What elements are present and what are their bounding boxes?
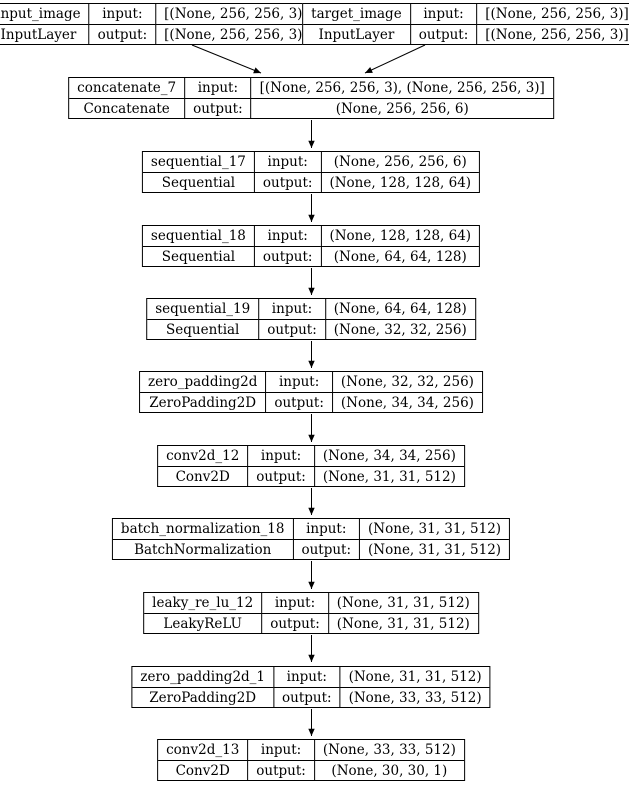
layer-node-concatenate_7: concatenate_7 Concatenate input: output:… — [68, 77, 554, 119]
layer-node-leaky_re_lu_12: leaky_re_lu_12 LeakyReLU input: output: … — [143, 592, 479, 634]
layer-type: ZeroPadding2D — [132, 687, 274, 707]
output-shape: (None, 31, 31, 512) — [359, 539, 510, 559]
input-shape: (None, 256, 256, 6) — [320, 152, 479, 172]
input-shape: (None, 34, 34, 256) — [313, 446, 464, 466]
io-label-input: input: — [253, 226, 321, 246]
layer-name: conv2d_12 — [166, 448, 240, 464]
input-shape: (None, 33, 33, 512) — [313, 740, 464, 760]
io-label-input: input: — [265, 372, 332, 392]
io-label-output: output: — [258, 319, 325, 339]
output-shape: (None, 30, 30, 1) — [313, 760, 464, 780]
layer-name: sequential_19 — [155, 301, 251, 317]
layer-type: ZeroPadding2D — [140, 392, 266, 412]
output-shape: [(None, 256, 256, 3)] — [476, 24, 629, 44]
io-label-input: input: — [409, 4, 477, 24]
layer-name: conv2d_13 — [166, 742, 240, 758]
output-shape: (None, 33, 33, 512) — [339, 687, 490, 707]
output-shape: (None, 32, 32, 256) — [324, 319, 475, 339]
io-label-input: input: — [261, 593, 328, 613]
output-shape: (None, 256, 256, 6) — [250, 98, 553, 118]
input-shape: (None, 31, 31, 512) — [339, 667, 490, 687]
input-shape: (None, 31, 31, 512) — [327, 593, 478, 613]
layer-type: Conv2D — [158, 466, 248, 486]
io-label-output: output: — [292, 539, 360, 559]
layer-node-zero_padding2d_1: zero_padding2d_1 ZeroPadding2D input: ou… — [131, 666, 491, 708]
input-shape: [(None, 256, 256, 3)] — [476, 4, 629, 24]
layer-type: Sequential — [142, 246, 254, 266]
layer-node-batch_normalization_18: batch_normalization_18 BatchNormalizatio… — [111, 518, 511, 560]
io-label-input: input: — [184, 78, 251, 98]
input-shape: [(None, 256, 256, 3), (None, 256, 256, 3… — [250, 78, 553, 98]
layer-name: leaky_re_lu_12 — [152, 595, 254, 611]
layer-type: InputLayer — [0, 24, 89, 44]
io-label-output: output: — [253, 246, 321, 266]
io-label-input: input: — [253, 152, 321, 172]
layer-node-sequential_19: sequential_19 Sequential input: output: … — [146, 298, 476, 340]
edge-input_image-to-concatenate_7 — [191, 44, 262, 74]
output-shape: [(None, 256, 256, 3)] — [155, 24, 316, 44]
io-label-input: input: — [292, 519, 359, 539]
input-shape: [(None, 256, 256, 3)] — [155, 4, 316, 24]
layer-node-conv2d_12: conv2d_12 Conv2D input: output: (None, 3… — [157, 445, 465, 487]
edge-target_image-to-concatenate_7 — [364, 44, 426, 74]
layer-type: Concatenate — [69, 98, 185, 118]
layer-type: BatchNormalization — [112, 539, 293, 559]
io-label-input: input: — [247, 446, 314, 466]
output-shape: (None, 31, 31, 512) — [313, 466, 464, 486]
layer-name: zero_padding2d — [148, 374, 258, 390]
input-shape: (None, 32, 32, 256) — [331, 372, 482, 392]
layer-name: sequential_17 — [150, 154, 246, 170]
layer-node-target_image: target_image InputLayer input: output: [… — [302, 3, 629, 45]
layer-name: sequential_18 — [150, 228, 246, 244]
io-label-input: input: — [247, 740, 314, 760]
layer-type: InputLayer — [303, 24, 410, 44]
io-label-output: output: — [88, 24, 156, 44]
layer-name: zero_padding2d_1 — [140, 669, 266, 685]
layer-node-sequential_17: sequential_17 Sequential input: output: … — [141, 151, 481, 193]
layer-name: batch_normalization_18 — [120, 521, 285, 537]
input-shape: (None, 64, 64, 128) — [324, 299, 475, 319]
input-shape: (None, 31, 31, 512) — [359, 519, 509, 539]
io-label-output: output: — [184, 98, 251, 118]
io-label-output: output: — [247, 466, 314, 486]
layer-node-conv2d_13: conv2d_13 Conv2D input: output: (None, 3… — [157, 739, 465, 781]
layer-node-sequential_18: sequential_18 Sequential input: output: … — [141, 225, 481, 267]
layer-name: input_image — [0, 6, 81, 22]
layer-name: target_image — [311, 6, 402, 22]
io-label-output: output: — [261, 613, 328, 633]
io-label-output: output: — [409, 24, 477, 44]
layer-name: concatenate_7 — [77, 80, 177, 96]
input-shape: (None, 128, 128, 64) — [320, 226, 479, 246]
io-label-input: input: — [258, 299, 325, 319]
output-shape: (None, 64, 64, 128) — [320, 246, 480, 266]
layer-type: Sequential — [147, 319, 259, 339]
output-shape: (None, 128, 128, 64) — [320, 172, 480, 192]
layer-node-input_image: input_image InputLayer input: output: [(… — [0, 3, 317, 45]
output-shape: (None, 31, 31, 512) — [327, 613, 478, 633]
io-label-output: output: — [247, 760, 314, 780]
io-label-input: input: — [88, 4, 156, 24]
io-label-output: output: — [265, 392, 332, 412]
layer-type: Sequential — [142, 172, 254, 192]
io-label-output: output: — [273, 687, 340, 707]
layer-type: LeakyReLU — [144, 613, 262, 633]
layer-node-zero_padding2d: zero_padding2d ZeroPadding2D input: outp… — [139, 371, 483, 413]
output-shape: (None, 34, 34, 256) — [331, 392, 482, 412]
io-label-output: output: — [253, 172, 321, 192]
io-label-input: input: — [273, 667, 340, 687]
layer-type: Conv2D — [158, 760, 248, 780]
